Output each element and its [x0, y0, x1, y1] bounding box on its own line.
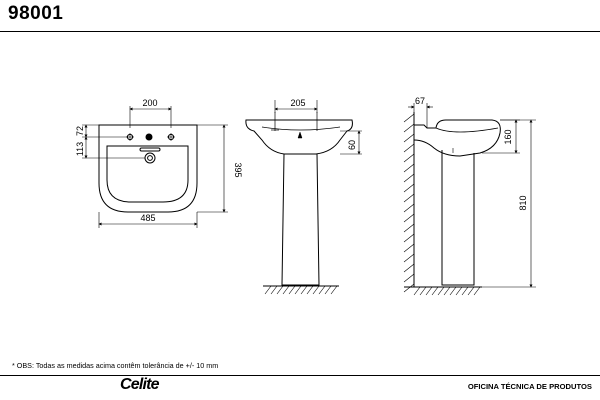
- dim-side-offset: 205: [290, 98, 305, 108]
- dim-total-height: 810: [518, 195, 528, 210]
- footer-rule: [0, 375, 600, 376]
- dim-basin-depth: 395: [233, 162, 243, 177]
- brand-logo: Celite: [120, 376, 160, 393]
- department-label: OFICINA TÉCNICA DE PRODUTOS: [467, 382, 592, 391]
- side-pedestal: [281, 153, 320, 286]
- dim-basin-width: 485: [140, 213, 155, 223]
- wall-pedestal: [441, 150, 475, 286]
- dim-tap-spacing: 200: [142, 98, 157, 108]
- basin-side-view: [245, 100, 362, 295]
- basin-bowl: [106, 145, 189, 203]
- dim-side-height: 60: [347, 140, 357, 150]
- wall-basin-outline: [413, 119, 501, 157]
- basin-outline: [98, 124, 198, 213]
- tolerance-note: * OBS: Todas as medidas acima contêm tol…: [12, 361, 219, 370]
- dim-overflow-offset: 113: [75, 142, 85, 156]
- dim-wall-offset: 67: [415, 96, 425, 106]
- header-rule: [0, 31, 600, 32]
- drain-inner: [147, 155, 153, 161]
- tap-hole-center: [145, 133, 153, 141]
- model-code: 98001: [8, 3, 64, 24]
- side-basin-outline: [245, 119, 353, 155]
- dim-tap-offset: 72: [75, 126, 85, 136]
- dim-rim-height: 160: [503, 129, 513, 144]
- overflow-slot: [139, 147, 161, 152]
- basin-front-view: [82, 106, 228, 228]
- basin-wall-view: [403, 103, 536, 296]
- drain-outer: [144, 152, 156, 164]
